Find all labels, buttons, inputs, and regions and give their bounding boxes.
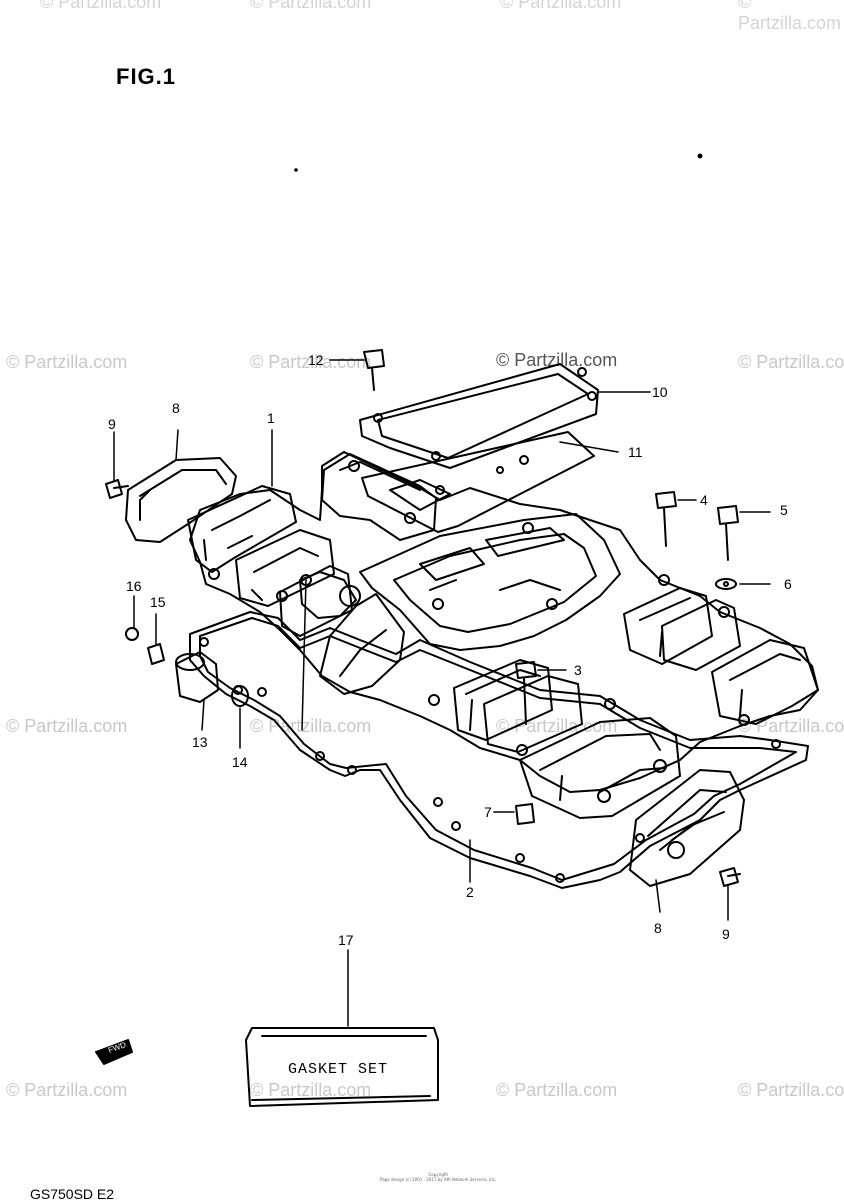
- watermark: © Partzilla.com: [250, 1080, 372, 1100]
- callout-11: 11: [628, 444, 643, 460]
- callout-16: 16: [126, 578, 142, 594]
- part-1-cam-box-front: [519, 717, 681, 819]
- callout-3: 3: [574, 662, 582, 678]
- watermark: © Partzilla.com: [250, 352, 372, 372]
- part-1-cam-box-right-upper: [623, 587, 713, 665]
- speck: [697, 153, 703, 159]
- watermark-top: © Partzilla.com: [40, 0, 162, 12]
- watermark: © Partzilla.com: [738, 352, 844, 372]
- callout-13: 13: [192, 734, 208, 750]
- watermark: © Partzilla.com: [6, 716, 128, 736]
- fwd-arrow: [95, 1039, 133, 1065]
- figure-title: FIG.1: [116, 64, 177, 89]
- watermark: © Partzilla.com: [250, 716, 372, 736]
- part-9-screw-right: [719, 867, 741, 887]
- part-12-bolt: [363, 349, 385, 391]
- part-17-gasket-set: [245, 1027, 439, 1107]
- callout-5: 5: [780, 502, 788, 518]
- copyright-line1: Copyright: [428, 1172, 448, 1177]
- speck: [294, 168, 298, 172]
- part-16-screw: [125, 627, 139, 641]
- callout-14: 14: [232, 754, 248, 770]
- part-2-cover-gasket-inner: [199, 617, 797, 881]
- model-code: GS750SD E2: [30, 1186, 115, 1202]
- part-7-dowel: [515, 803, 535, 825]
- part-1-center-frame: [359, 513, 621, 651]
- copyright-line2: Page design (c) 2001 - 2017 by ARI Netwo…: [380, 1177, 497, 1182]
- part-4-bolt: [655, 491, 677, 547]
- part-15-clip: [147, 643, 165, 665]
- gasket-set-label: GASKET SET: [288, 1061, 389, 1078]
- watermark: © Partzilla.com: [496, 350, 618, 370]
- callout-1: 1: [267, 410, 275, 426]
- part-5-bolt: [717, 505, 739, 561]
- callout-8: 8: [172, 400, 180, 416]
- part-1-cam-box-left: [235, 529, 335, 607]
- watermark: © Partzilla.com: [496, 1080, 618, 1100]
- callout-15: 15: [150, 594, 166, 610]
- watermark-top: © Partzilla.com: [250, 0, 372, 12]
- watermark: © Partzilla.com: [738, 1080, 844, 1100]
- callout-2: 2: [466, 884, 474, 900]
- part-6-washer: [715, 578, 737, 590]
- watermark: © Partzilla.com: [6, 352, 128, 372]
- part-14-o-ring: [231, 685, 249, 707]
- part-11-breather-gasket: [361, 431, 595, 533]
- callout-12: 12: [308, 352, 324, 368]
- watermark: © Partzilla.com: [6, 1080, 128, 1100]
- part-8-end-cap-left: [125, 457, 237, 543]
- watermark-top: © Partzilla.com: [738, 0, 842, 33]
- callout-9: 9: [108, 416, 116, 432]
- part-2-cover-gasket: [189, 611, 809, 889]
- callout-6: 6: [784, 576, 792, 592]
- callout-4: 4: [700, 492, 708, 508]
- callout-8: 8: [654, 920, 662, 936]
- part-1-left-block: [187, 485, 297, 573]
- watermark-top: © Partzilla.com: [500, 0, 622, 12]
- part-13-plug: [175, 651, 219, 703]
- part-9-screw-left: [105, 479, 129, 499]
- callout-7: 7: [484, 804, 492, 820]
- callout-10: 10: [652, 384, 668, 400]
- watermark: © Partzilla.com: [738, 716, 844, 736]
- part-10-breather-cover: [359, 363, 599, 469]
- part-1-cam-box-right: [711, 639, 819, 725]
- part-3-bolt: [515, 661, 537, 725]
- part-8-end-cap-right: [629, 769, 745, 887]
- part-1-cam-box-center: [453, 659, 553, 741]
- callout-9: 9: [722, 926, 730, 942]
- copyright: Copyright Page design (c) 2001 - 2017 by…: [380, 1172, 496, 1182]
- callout-17: 17: [338, 932, 354, 948]
